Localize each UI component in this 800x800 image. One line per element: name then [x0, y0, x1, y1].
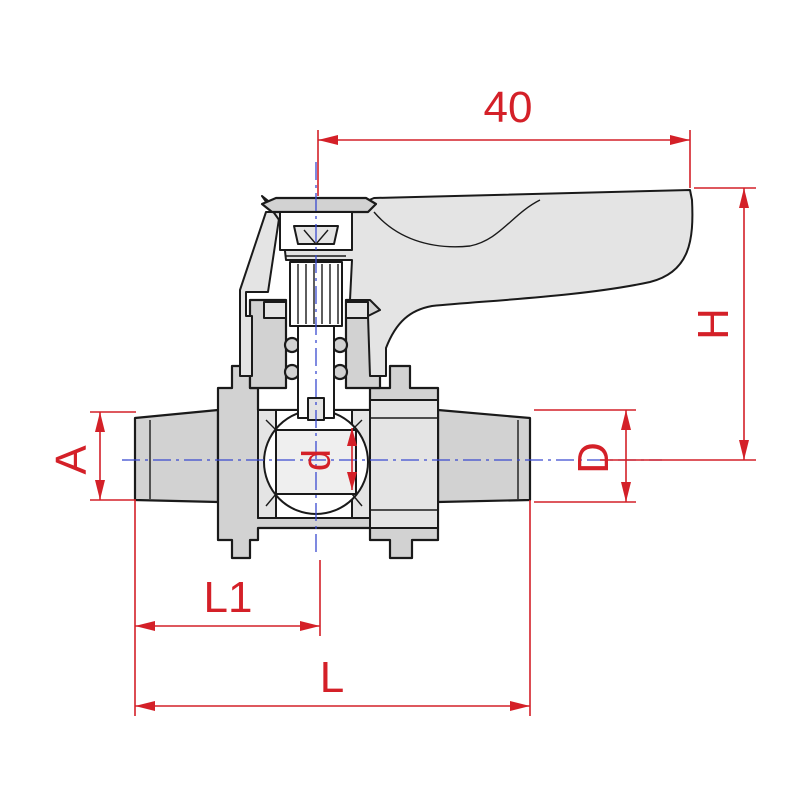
valve-handle: [239, 189, 694, 377]
label-d: d: [295, 449, 339, 471]
o-ring: [331, 363, 349, 381]
right-pipe-end: [436, 408, 532, 504]
label-L1: L1: [204, 573, 253, 622]
centerlines: [122, 162, 662, 556]
o-ring: [283, 363, 301, 381]
handle-cap: [260, 196, 378, 214]
dimension-labels: 40 H A D d L1 L: [47, 83, 738, 702]
o-ring: [283, 336, 301, 354]
label-D: D: [569, 442, 618, 474]
handle-lever: [261, 189, 694, 377]
valve-body: [133, 364, 532, 560]
label-40: 40: [484, 83, 533, 132]
label-A: A: [47, 445, 96, 475]
label-H: H: [689, 308, 738, 340]
label-L: L: [320, 653, 344, 702]
o-ring: [331, 336, 349, 354]
dimension-lines: [90, 130, 756, 716]
left-pipe-end: [133, 408, 220, 504]
